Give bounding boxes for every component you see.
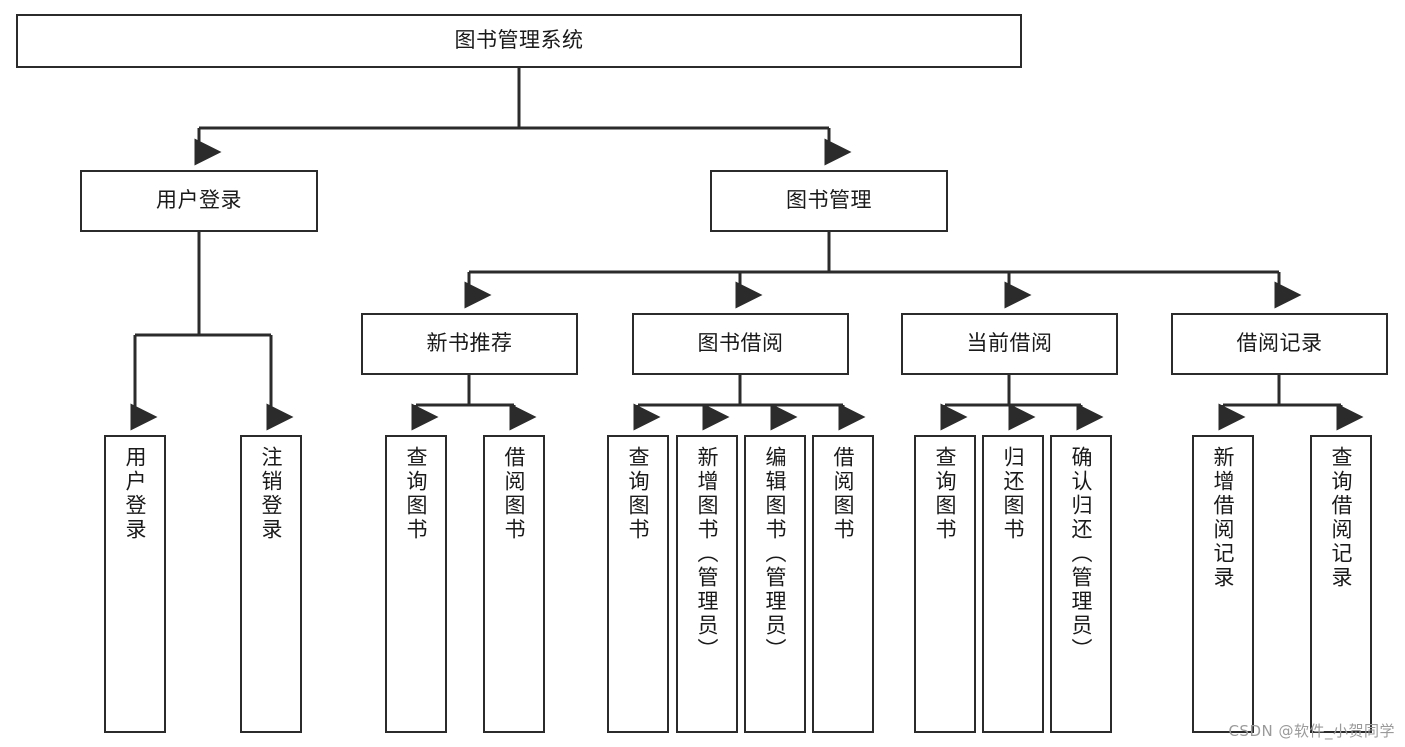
node-borrow-record[interactable]: 借阅记录: [1171, 313, 1388, 375]
node-leaf-confirm-return[interactable]: 确认归还（管理员）: [1050, 435, 1112, 733]
node-leaf-add-book[interactable]: 新增图书（管理员）: [676, 435, 738, 733]
node-leaf-add-record[interactable]: 新增借阅记录: [1192, 435, 1254, 733]
csdn-watermark: CSDN @软件_小贺同学: [1228, 722, 1395, 740]
node-leaf-edit-book[interactable]: 编辑图书（管理员）: [744, 435, 806, 733]
node-leaf-user-logout-label: 注销登录: [259, 446, 284, 542]
node-leaf-query-book-3-label: 查询图书: [933, 446, 958, 542]
node-new-book-recommend[interactable]: 新书推荐: [361, 313, 578, 375]
node-root-label: 图书管理系统: [454, 28, 584, 53]
node-leaf-query-book-1-label: 查询图书: [404, 446, 429, 542]
node-borrow-record-label: 借阅记录: [1236, 331, 1323, 356]
node-leaf-borrow-book-2-label: 借阅图书: [831, 446, 856, 542]
node-book-manage-label: 图书管理: [786, 188, 872, 213]
node-leaf-query-book-3[interactable]: 查询图书: [914, 435, 976, 733]
node-book-borrow[interactable]: 图书借阅: [632, 313, 849, 375]
node-user-login-label: 用户登录: [156, 188, 242, 213]
node-leaf-borrow-book-1[interactable]: 借阅图书: [483, 435, 545, 733]
node-leaf-query-book-2[interactable]: 查询图书: [607, 435, 669, 733]
node-leaf-add-book-label: 新增图书（管理员）: [695, 446, 720, 662]
node-leaf-query-record-label: 查询借阅记录: [1329, 446, 1354, 590]
node-leaf-user-login-label: 用户登录: [123, 446, 148, 542]
node-leaf-borrow-book-1-label: 借阅图书: [502, 446, 527, 542]
node-leaf-user-logout[interactable]: 注销登录: [240, 435, 302, 733]
node-leaf-borrow-book-2[interactable]: 借阅图书: [812, 435, 874, 733]
node-user-login[interactable]: 用户登录: [80, 170, 318, 232]
node-root[interactable]: 图书管理系统: [16, 14, 1022, 68]
node-leaf-edit-book-label: 编辑图书（管理员）: [763, 446, 788, 662]
node-leaf-user-login[interactable]: 用户登录: [104, 435, 166, 733]
node-book-manage[interactable]: 图书管理: [710, 170, 948, 232]
node-leaf-query-book-2-label: 查询图书: [626, 446, 651, 542]
node-new-book-recommend-label: 新书推荐: [426, 331, 513, 356]
node-leaf-query-book-1[interactable]: 查询图书: [385, 435, 447, 733]
node-current-borrow[interactable]: 当前借阅: [901, 313, 1118, 375]
node-leaf-confirm-return-label: 确认归还（管理员）: [1069, 446, 1094, 662]
node-leaf-query-record[interactable]: 查询借阅记录: [1310, 435, 1372, 733]
node-book-borrow-label: 图书借阅: [697, 331, 784, 356]
node-leaf-return-book[interactable]: 归还图书: [982, 435, 1044, 733]
node-leaf-return-book-label: 归还图书: [1001, 446, 1026, 542]
node-current-borrow-label: 当前借阅: [966, 331, 1053, 356]
node-leaf-add-record-label: 新增借阅记录: [1211, 446, 1236, 590]
